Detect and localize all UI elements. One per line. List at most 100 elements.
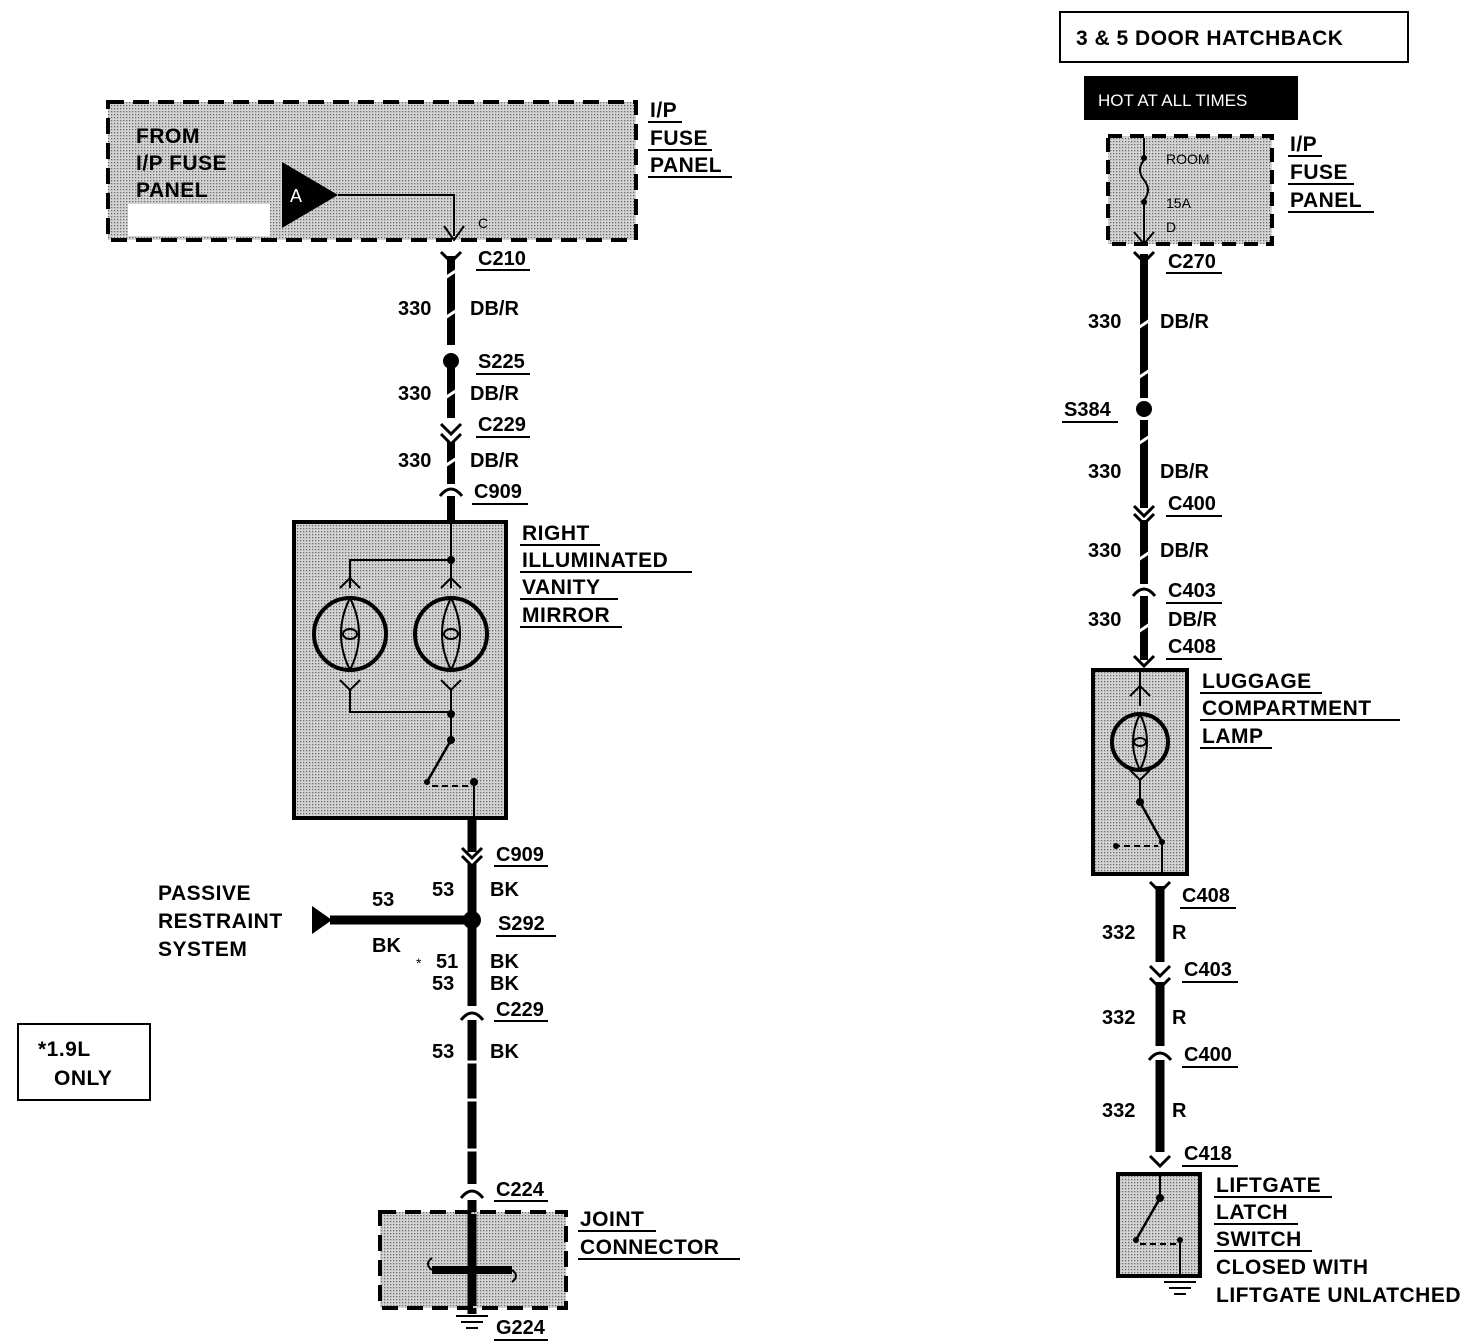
left-fuse-name-1: I/P <box>650 99 677 122</box>
right-fuse-name-3: PANEL <box>1290 189 1362 212</box>
right-wire6-color: R <box>1172 1007 1187 1029</box>
c400-bottom-label: C400 <box>1184 1044 1232 1066</box>
c408-top-label: C408 <box>1168 636 1216 658</box>
right-wire3-number: 330 <box>1088 540 1121 562</box>
c400-top-label: C400 <box>1168 493 1216 515</box>
passive-restraint-line-3: SYSTEM <box>158 938 247 961</box>
luggage-lamp-line-1: LUGGAGE <box>1202 670 1312 693</box>
left-fuse-name-2: FUSE <box>650 127 708 150</box>
branch-wire-color: BK <box>372 935 401 957</box>
right-fuse-name-1: I/P <box>1290 133 1317 156</box>
left-wire6-number: 53 <box>432 1041 454 1063</box>
c229-bottom-connector-icon <box>459 1011 485 1021</box>
right-wire6-number: 332 <box>1102 1007 1135 1029</box>
left-wire3-color: DB/R <box>470 450 519 472</box>
s384-label: S384 <box>1064 399 1112 421</box>
joint-connector-component <box>378 1210 568 1310</box>
left-wire6-color: BK <box>490 1041 519 1063</box>
left-wire5-number-b: 53 <box>432 973 454 995</box>
left-circuit: FROM I/P FUSE PANEL A C I/P FUSE PANEL <box>17 99 740 1341</box>
c909-connector-icon <box>438 487 464 497</box>
liftgate-ground-icon <box>1164 1281 1196 1295</box>
c210-label: C210 <box>478 248 526 270</box>
room-fuse-name: ROOM <box>1166 151 1210 167</box>
c229-top-label: C229 <box>478 414 526 436</box>
s292-splice-icon <box>463 911 481 929</box>
vehicle-header-box <box>1059 11 1409 63</box>
liftgate-switch-line-3: SWITCH <box>1216 1228 1302 1251</box>
vanity-mirror-line-2: ILLUMINATED <box>522 549 668 572</box>
left-wire2-color: DB/R <box>470 383 519 405</box>
luggage-lamp-line-2: COMPARTMENT <box>1202 697 1372 720</box>
right-wire5-color: R <box>1172 922 1187 944</box>
engine-note-line-1: *1.9L <box>38 1038 91 1061</box>
right-wire2-color: DB/R <box>1160 461 1209 483</box>
liftgate-switch-line-1: LIFTGATE <box>1216 1174 1321 1197</box>
right-circuit: 3 & 5 DOOR HATCHBACK HOT AT ALL TIMES RO… <box>1059 11 1461 1307</box>
right-wire1-number: 330 <box>1088 311 1121 333</box>
vehicle-header: 3 & 5 DOOR HATCHBACK <box>1076 27 1343 50</box>
left-wire3-number: 330 <box>398 450 431 472</box>
c408-top-connector-icon <box>1132 654 1156 669</box>
left-wire1-color: DB/R <box>470 298 519 320</box>
right-wire1-color: DB/R <box>1160 311 1209 333</box>
luggage-lamp-switch-icon <box>1138 801 1164 843</box>
c403-top-connector-icon <box>1131 587 1157 597</box>
passive-restraint-line-2: RESTRAINT <box>158 910 283 933</box>
fuse-feed-arrow-icon <box>282 162 338 228</box>
c224-label: C224 <box>496 1179 545 1201</box>
engine-note-line-2: ONLY <box>54 1067 112 1090</box>
c408-bottom-connector-icon <box>1148 880 1172 895</box>
right-wire2-number: 330 <box>1088 461 1121 483</box>
from-fuse-line-1: FROM <box>136 125 200 148</box>
right-wire4-number: 330 <box>1088 609 1121 631</box>
left-wire5-number-a: 51 <box>436 951 458 973</box>
s225-label: S225 <box>478 351 525 373</box>
left-fuse-pin: C <box>478 215 488 231</box>
right-wire-330 <box>1137 254 1151 660</box>
right-wire5-number: 332 <box>1102 922 1135 944</box>
liftgate-switch-line-2: LATCH <box>1216 1201 1288 1224</box>
left-wire2-number: 330 <box>398 383 431 405</box>
g224-label: G224 <box>496 1317 546 1339</box>
w5-star: * <box>416 955 422 971</box>
c270-label: C270 <box>1168 251 1216 273</box>
vanity-mirror-line-1: RIGHT <box>522 522 590 545</box>
c403-bottom-label: C403 <box>1184 959 1232 981</box>
c403-top-label: C403 <box>1168 580 1216 602</box>
joint-connector-line-1: JOINT <box>580 1208 644 1231</box>
from-fuse-line-2: I/P FUSE <box>136 152 227 175</box>
passive-restraint-line-1: PASSIVE <box>158 882 251 905</box>
c909-bottom-connector-icon <box>460 846 484 861</box>
left-fuse-name-3: PANEL <box>650 154 722 177</box>
liftgate-note-line-1: CLOSED WITH <box>1216 1256 1369 1279</box>
c418-connector-icon <box>1148 1154 1172 1169</box>
left-wire4-number: 53 <box>432 879 454 901</box>
c224-connector-icon <box>459 1189 485 1199</box>
right-wire4-color: DB/R <box>1168 609 1217 631</box>
left-fuse-panel: FROM I/P FUSE PANEL A C I/P FUSE PANEL <box>106 99 732 242</box>
luggage-lamp-component <box>1091 668 1189 876</box>
liftgate-switch-component <box>1116 1172 1202 1278</box>
c909-top-label: C909 <box>474 481 522 503</box>
c229-bottom-label: C229 <box>496 999 544 1021</box>
c909-bottom-label: C909 <box>496 844 544 866</box>
liftgate-note-line-2: LIFTGATE UNLATCHED <box>1216 1284 1461 1307</box>
from-fuse-line-3: PANEL <box>136 179 208 202</box>
left-wire5-color-a: BK <box>490 951 519 973</box>
right-fuse-pin: D <box>1166 219 1176 235</box>
c400-bottom-connector-icon <box>1147 1051 1173 1061</box>
right-fuse-panel: ROOM 15A D I/P FUSE PANEL <box>1106 133 1374 246</box>
fuse-feed-label: A <box>290 186 302 206</box>
c229-connector-icon <box>439 422 463 437</box>
right-fuse-name-2: FUSE <box>1290 161 1348 184</box>
c210-connector-icon <box>439 250 463 265</box>
right-wire7-number: 332 <box>1102 1100 1135 1122</box>
left-wire-330 <box>444 256 458 524</box>
vanity-mirror-line-4: MIRROR <box>522 604 610 627</box>
g224-ground-icon <box>456 1315 488 1329</box>
mirror-switch-icon <box>425 739 453 783</box>
luggage-lamp-line-3: LAMP <box>1202 725 1264 748</box>
right-wire3-color: DB/R <box>1160 540 1209 562</box>
